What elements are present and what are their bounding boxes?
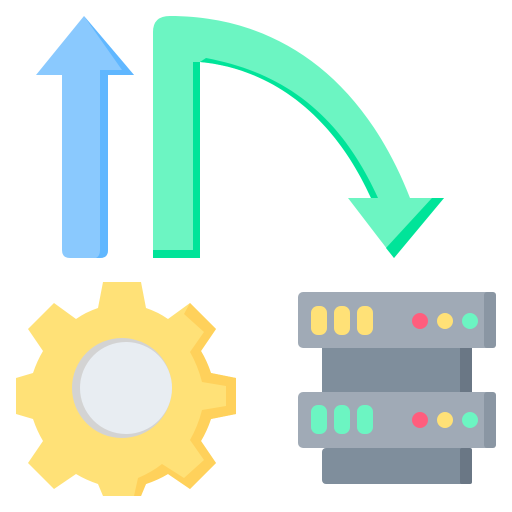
- drive-bay-icon: [334, 306, 350, 335]
- status-led-yellow: [437, 313, 453, 329]
- drive-bay-icon: [357, 405, 373, 434]
- drive-bay-icon: [311, 405, 327, 434]
- server-unit-top: [298, 292, 496, 348]
- curved-arrow-icon: [153, 16, 444, 258]
- server-unit-bottom: [298, 392, 496, 448]
- up-arrow-icon: [36, 16, 134, 258]
- status-led-red: [412, 313, 428, 329]
- status-led-red: [412, 412, 428, 428]
- drive-bay-icon: [357, 306, 373, 335]
- status-led-green: [462, 313, 478, 329]
- status-led-yellow: [437, 412, 453, 428]
- drive-bay-icon: [311, 306, 327, 335]
- gear-icon: [16, 282, 236, 496]
- server-icon: [298, 292, 496, 484]
- status-led-green: [462, 412, 478, 428]
- drive-bay-icon: [334, 405, 350, 434]
